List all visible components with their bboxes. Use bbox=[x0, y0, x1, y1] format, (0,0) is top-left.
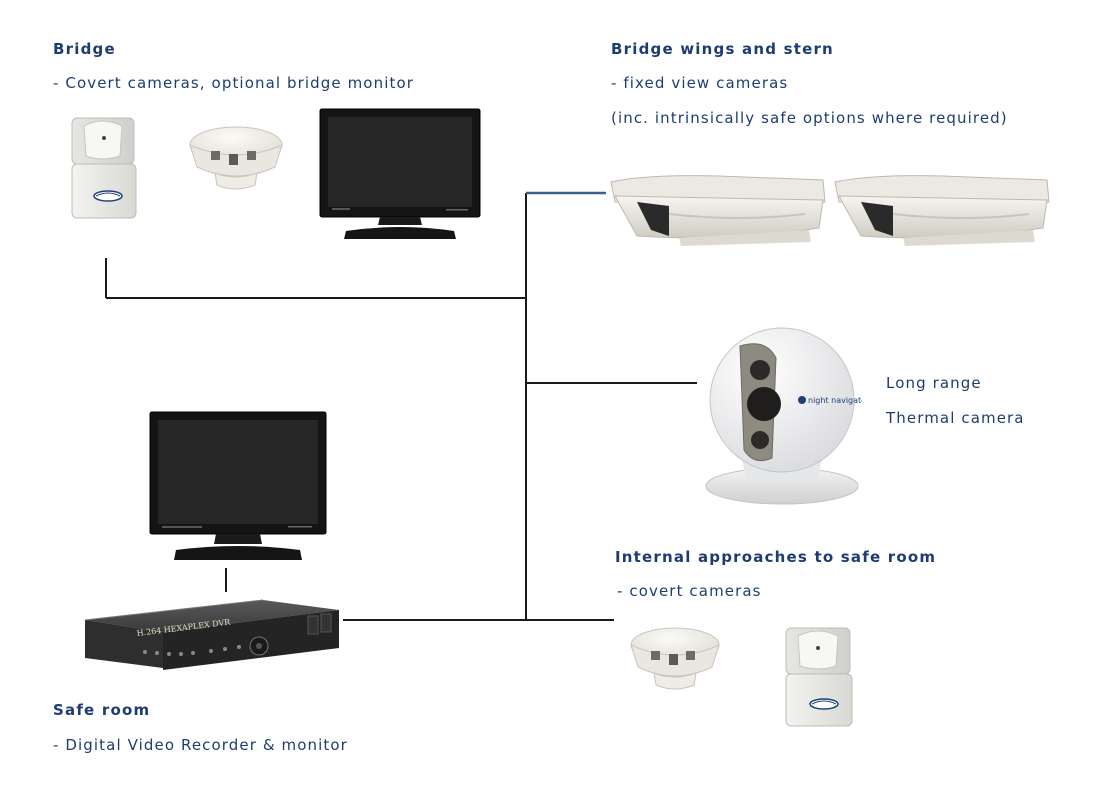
housing-camera-icon bbox=[610, 175, 826, 246]
pir-covert-camera-icon bbox=[71, 117, 137, 219]
thermal-camera-icon: night navigator bbox=[705, 327, 862, 505]
thermal-label-line1: Long range bbox=[886, 374, 982, 392]
bridge-description: - Covert cameras, optional bridge monito… bbox=[53, 74, 414, 92]
pir-covert-camera-icon bbox=[785, 627, 853, 727]
wings-note: (inc. intrinsically safe options where r… bbox=[611, 109, 1008, 127]
lcd-monitor-icon bbox=[149, 411, 327, 560]
smoke-detector-camera-icon bbox=[189, 126, 283, 190]
dvr-icon: H.264 HEXAPLEX DVR bbox=[84, 599, 339, 670]
internal-description: - covert cameras bbox=[617, 582, 762, 600]
saferoom-title: Safe room bbox=[53, 701, 151, 719]
thermal-brand-text: night navigator bbox=[808, 396, 862, 405]
bridge-title: Bridge bbox=[53, 40, 116, 58]
lcd-monitor-icon bbox=[319, 108, 481, 239]
thermal-label-line2: Thermal camera bbox=[886, 409, 1025, 427]
internal-title: Internal approaches to safe room bbox=[615, 548, 937, 566]
wings-description: - fixed view cameras bbox=[611, 74, 789, 92]
saferoom-description: - Digital Video Recorder & monitor bbox=[53, 736, 348, 754]
wings-title: Bridge wings and stern bbox=[611, 40, 834, 58]
smoke-detector-camera-icon bbox=[630, 627, 720, 690]
housing-camera-icon bbox=[834, 175, 1050, 246]
